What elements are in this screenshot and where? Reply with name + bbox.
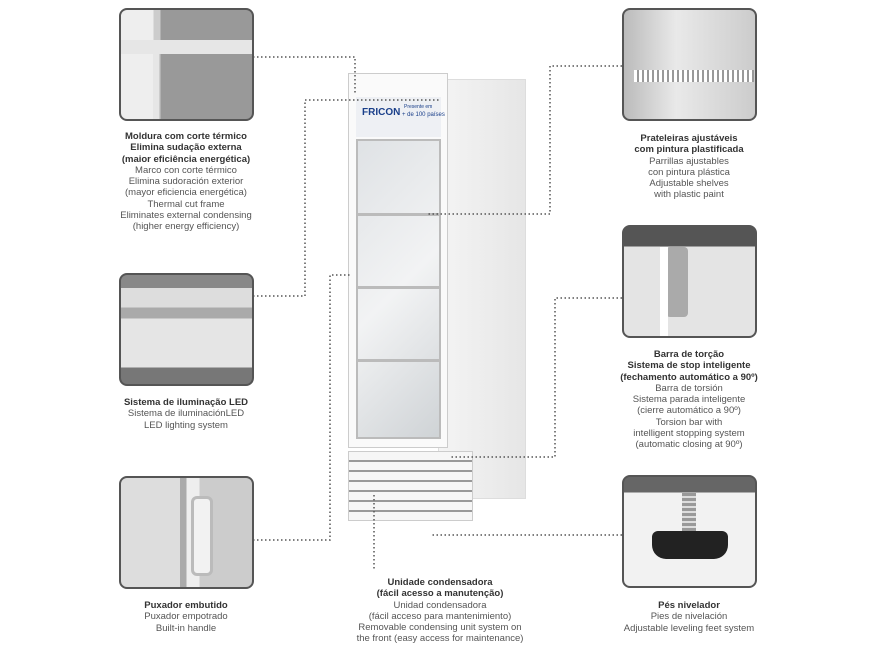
caption-title: Moldura com corte térmico: [125, 131, 247, 142]
caption-line: Parrillas ajustables: [649, 155, 729, 167]
caption-line: Built-in handle: [155, 622, 217, 634]
brand-panel: FRICON Presente em + de 100 países: [356, 97, 445, 137]
caption-line: Adjustable shelves: [649, 178, 729, 190]
caption-line: (cierre automático a 90º): [637, 405, 741, 417]
caption-line: Unidad condensadora: [393, 599, 487, 611]
caption-line: Eliminates external condensing: [120, 210, 252, 222]
badge-line2: + de 100 países: [402, 112, 445, 118]
caption-title: (maior eficiência energética): [121, 153, 251, 165]
torsion-callout-line: [450, 297, 622, 458]
caption-title: Unidade condensadora: [387, 577, 493, 588]
caption-line: Elimina sudoración exterior: [128, 176, 244, 188]
caption-line: con pintura plástica: [648, 166, 730, 178]
shelves-detail-photo: [622, 8, 757, 121]
caption-title: Sistema de stop inteligente: [627, 360, 751, 372]
caption-title: com pintura plastificada: [634, 144, 744, 156]
caption-line: Removable condensing unit system on: [358, 622, 522, 634]
caption-line: Marco con corte térmico: [135, 164, 237, 176]
badge-line1: Presente em: [404, 104, 433, 110]
caption-line: Puxador empotrado: [144, 611, 228, 623]
caption-line: Torsion bar with: [655, 416, 723, 428]
leveling-feet-detail-photo: [622, 475, 757, 588]
glass-door: [356, 139, 441, 439]
led-detail-photo: [119, 273, 254, 386]
caption-title: Sistema de iluminação LED: [123, 397, 249, 408]
feature-condenser: Unidade condensadora(fácil acesso a manu…: [340, 577, 540, 645]
shelves-callout-line: [428, 65, 622, 215]
caption-line: (automatic closing at 90º): [635, 439, 743, 451]
caption-line: Adjustable leveling feet system: [623, 622, 755, 634]
caption-line: with plastic paint: [654, 189, 724, 201]
handle-callout-line: [253, 274, 352, 541]
caption-line: Barra de torsión: [655, 382, 723, 394]
caption-title: (fácil acesso a manutenção): [376, 588, 504, 600]
caption-line: Sistema parada inteligente: [632, 394, 746, 406]
caption-title: Pés nivelador: [658, 600, 720, 611]
caption-line: the front (easy access for maintenance): [356, 633, 524, 645]
caption-title: (fechamento automático a 90º): [620, 371, 758, 383]
frame-detail-photo: [119, 8, 254, 121]
brand-logo: FRICON: [362, 107, 401, 118]
caption-line: (higher energy efficiency): [132, 221, 240, 233]
caption-line: (mayor eficiencia energética): [125, 187, 247, 199]
caption-line: Pies de nivelación: [650, 611, 728, 623]
condenser-grille: [348, 451, 473, 521]
caption-title: Elimina sudação externa: [130, 142, 242, 154]
caption-line: Thermal cut frame: [147, 198, 225, 210]
handle-detail-photo: [119, 476, 254, 589]
caption-line: Sistema de iluminaciónLED: [127, 408, 245, 420]
caption-title: Puxador embutido: [144, 600, 228, 611]
caption-line: (fácil acceso para mantenimiento): [368, 610, 512, 622]
caption-line: intelligent stopping system: [633, 428, 745, 440]
torsion-bar-detail-photo: [622, 225, 757, 338]
refrigerator-illustration: FRICON Presente em + de 100 países: [348, 73, 528, 521]
caption-title: Prateleiras ajustáveis: [640, 133, 738, 144]
caption-line: LED lighting system: [144, 419, 228, 431]
feature-led: Sistema de iluminação LED Sistema de ilu…: [86, 397, 286, 431]
frame-callout-line: [253, 56, 356, 93]
caption-title: Barra de torção: [653, 349, 725, 360]
